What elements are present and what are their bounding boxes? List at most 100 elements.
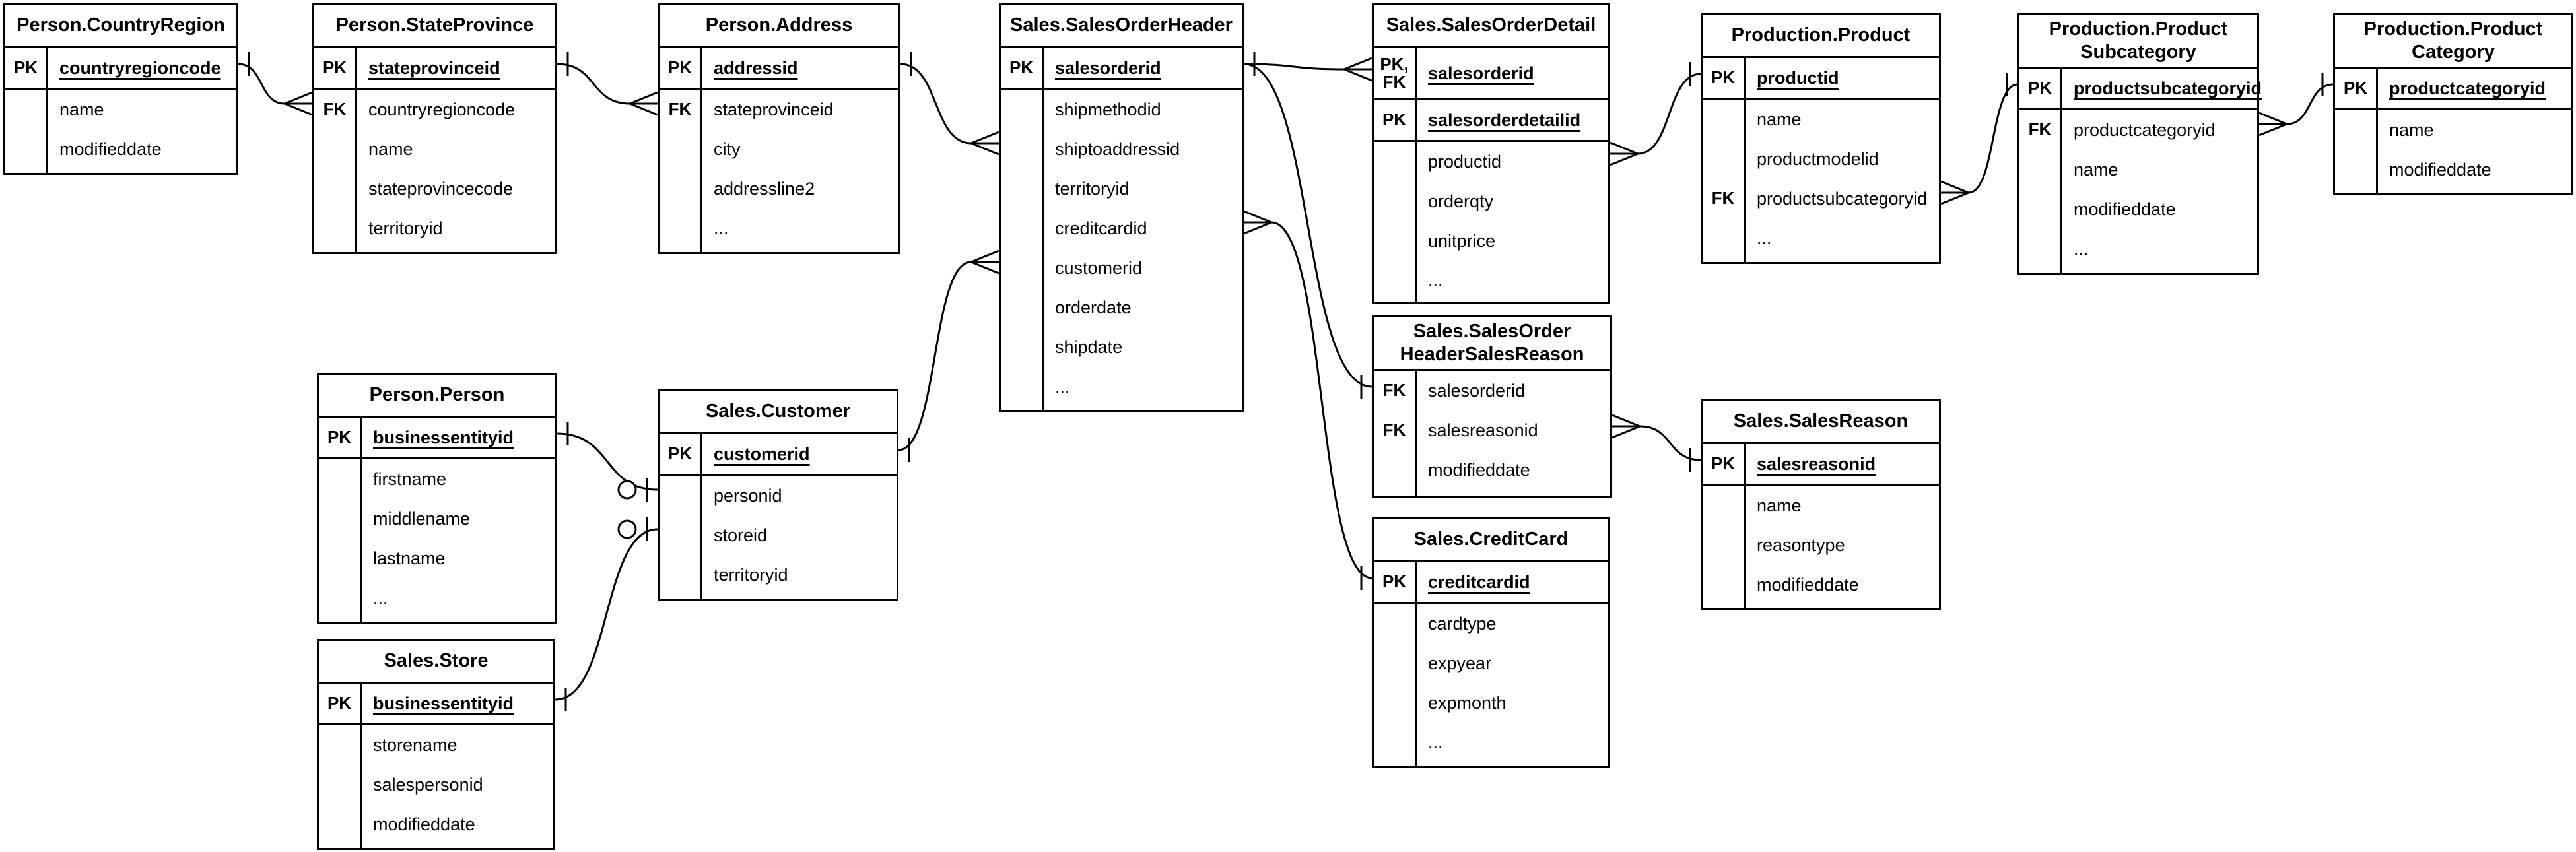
column-name: stateprovinceid: [714, 99, 834, 119]
rel-countryregion-stateprovince[interactable]: [238, 52, 313, 116]
column-row-modifieddate: modifieddate: [1703, 565, 1939, 605]
column-row-stateprovincecode: stateprovincecode: [314, 169, 555, 209]
column-name: name: [2389, 119, 2434, 140]
key-column-divider: [700, 432, 702, 599]
key-column-divider: [1415, 46, 1417, 302]
column-row-: ...: [660, 209, 898, 248]
column-row-: ...: [1374, 261, 1608, 300]
key-column-divider: [1744, 56, 1746, 262]
rel-salesorderheader-headersalesreason[interactable]: [1243, 52, 1373, 399]
column-row-: ...: [1374, 723, 1608, 762]
rel-productsubcategory-productcategory[interactable]: [2258, 73, 2334, 137]
key-label: FK: [2028, 119, 2052, 140]
rel-customer-salesorderheader[interactable]: [898, 249, 1000, 462]
rel-product-productsubcategory[interactable]: [1940, 73, 2018, 205]
column-name: addressline2: [714, 178, 815, 199]
key-label: PK: [327, 693, 352, 713]
column-row-expyear: expyear: [1374, 643, 1608, 683]
rel-salesorderheader-salesorderdetail[interactable]: [1243, 52, 1373, 82]
column-name: lastname: [373, 548, 446, 568]
relationship-line: [1968, 83, 2018, 194]
table-title: Person.StateProvince: [314, 5, 555, 46]
column-row-modifieddate: modifieddate: [2019, 189, 2257, 229]
rel-store-customer[interactable]: [555, 517, 658, 711]
relationship-line: [1243, 63, 1373, 388]
key-column-divider: [360, 682, 362, 848]
column-name: firstname: [373, 469, 447, 489]
rel-address-salesorderheader[interactable]: [900, 52, 1000, 156]
column-name: orderqty: [1428, 191, 1494, 211]
column-name: shiptoaddressid: [1055, 139, 1180, 159]
table-title: Sales.SalesReason: [1703, 401, 1939, 442]
relationship-line: [1639, 425, 1701, 461]
column-row-orderdate: orderdate: [1001, 288, 1242, 327]
column-row-: ...: [1001, 367, 1242, 407]
table-title-line: Sales.CreditCard: [1413, 529, 1569, 550]
rel-person-customer[interactable]: [557, 422, 658, 502]
rel-salesorderheader-creditcard[interactable]: [1243, 210, 1373, 590]
table-title: Sales.CreditCard: [1374, 519, 1608, 560]
key-column-divider: [360, 416, 362, 622]
rel-headersalesreason-salesreason[interactable]: [1611, 414, 1701, 472]
table-title: Sales.Customer: [660, 391, 897, 432]
column-name: modifieddate: [2074, 199, 2176, 219]
column-name: name: [2074, 159, 2118, 180]
column-row-city: city: [660, 129, 898, 169]
column-name: orderdate: [1055, 297, 1132, 317]
table-title-line: Sales.Customer: [705, 401, 851, 422]
column-name: customerid: [714, 443, 810, 464]
column-row-modifieddate: modifieddate: [1374, 450, 1610, 490]
column-row-: ...: [319, 578, 555, 618]
relationship-line: [900, 63, 972, 145]
column-name: countryregioncode: [368, 99, 516, 119]
column-name: reasontype: [1757, 535, 1845, 555]
key-label: PK: [1009, 57, 1034, 78]
relationship-line: [557, 432, 658, 491]
rel-salesorderdetail-product[interactable]: [1610, 62, 1701, 166]
rel-stateprovince-address[interactable]: [557, 52, 658, 116]
relationship-line: [898, 261, 972, 451]
column-name: customerid: [1055, 257, 1143, 278]
key-column-divider: [2060, 67, 2062, 273]
column-name: ...: [1428, 732, 1443, 752]
table-title-line: Person.Address: [705, 15, 853, 36]
key-column-divider: [1415, 560, 1417, 766]
table-title: Person.Person: [319, 375, 555, 416]
column-row-customerid: customerid: [1001, 248, 1242, 288]
column-name: personid: [714, 485, 782, 506]
table-title-line: Production.Product: [1731, 24, 1911, 46]
